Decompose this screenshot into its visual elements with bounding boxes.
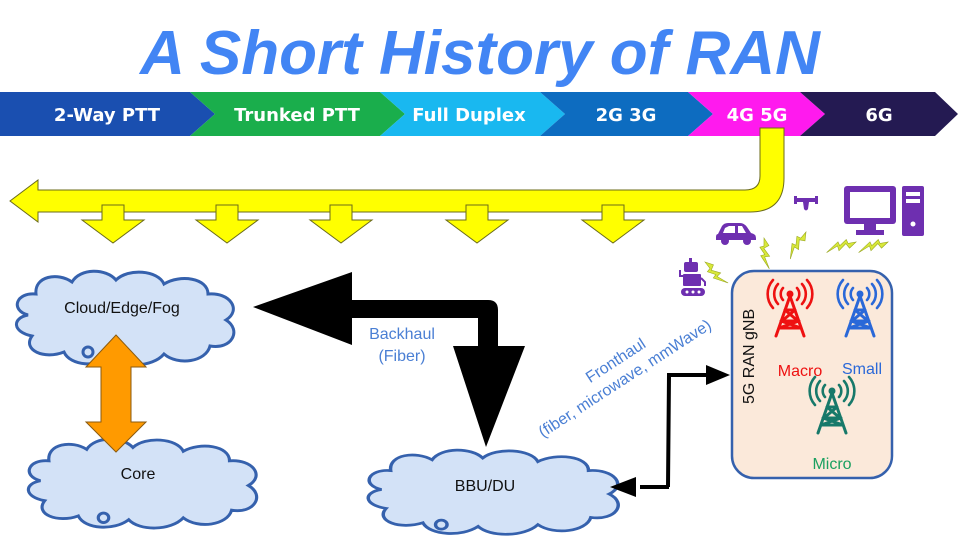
cloud-bbu-du (366, 448, 620, 537)
backhaul-label: Backhaul (369, 326, 435, 343)
timeline-stage-6g (800, 92, 958, 136)
bolt-icon (782, 231, 814, 260)
timeline-bar: 2-Way PTT Trunked PTT Full Duplex 2G 3G … (0, 92, 958, 136)
down-arrow (580, 204, 646, 244)
bolt-icon (858, 233, 889, 262)
down-arrow (80, 204, 146, 244)
cloud-label-core: Core (121, 466, 156, 483)
cloud-label-bbu-du: BBU/DU (455, 478, 515, 495)
cloud-core (26, 437, 259, 530)
micro-label: Micro (812, 456, 851, 473)
down-arrow (194, 204, 260, 244)
timeline-stage-2g-3g (540, 92, 713, 136)
yellow-return-arrow (9, 127, 785, 223)
timeline-label: Trunked PTT (234, 105, 361, 126)
fronthaul-connector (610, 365, 730, 497)
robot-icon (679, 258, 706, 296)
timeline-label: 6G (865, 105, 892, 126)
gnb-label: 5G RAN gNB (741, 309, 758, 404)
cloud-label: Cloud/Edge/Fog (64, 300, 180, 317)
bolt-icon (826, 233, 857, 262)
page-title: A Short History of RAN (140, 19, 820, 88)
timeline-label: Full Duplex (412, 105, 526, 126)
timeline-stage-2way-ptt (0, 92, 215, 136)
car-icon (716, 223, 756, 245)
backhaul-sublabel: (Fiber) (378, 348, 425, 365)
down-arrow (444, 204, 510, 244)
macro-label: Macro (778, 363, 823, 380)
timeline-label: 2G 3G (596, 105, 657, 126)
timeline-stage-4g-5g (688, 92, 825, 136)
drone-icon (794, 196, 818, 211)
bolt-icon (751, 237, 782, 270)
timeline-label: 4G 5G (727, 105, 788, 126)
timeline-stage-full-duplex (380, 92, 565, 136)
desktop-computer-icon (844, 186, 924, 236)
timeline-stage-trunked-ptt (190, 92, 405, 136)
fronthaul-sublabel: (fiber, microwave, mmWave) (536, 317, 715, 441)
bolt-icon (704, 258, 729, 287)
small-label: Small (842, 361, 882, 378)
cloud-edge-fog: Cloud/Edge/Fog (14, 269, 236, 367)
yellow-down-arrows (80, 204, 646, 244)
timeline-label: 2-Way PTT (54, 105, 161, 126)
core-edge-double-arrow (84, 334, 148, 453)
backhaul-arrow (253, 272, 525, 447)
down-arrow (308, 204, 374, 244)
